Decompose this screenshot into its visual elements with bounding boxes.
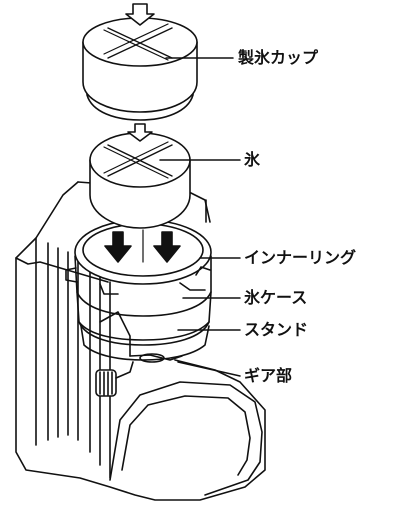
middle-arrow-icon [127, 123, 153, 142]
label-ice: 氷 [244, 150, 261, 169]
leader-lines [159, 57, 241, 377]
label-stand: スタンド [244, 320, 309, 339]
down-arrow-right-icon [153, 231, 181, 263]
arrows [104, 3, 181, 263]
label-inner-ring: インナーリング [244, 248, 357, 267]
ice-block [89, 132, 191, 229]
label-gear: ギア部 [244, 366, 293, 385]
label-ice-cup: 製氷カップ [238, 48, 319, 67]
top-arrow-icon [125, 3, 155, 26]
down-arrow-left-icon [104, 231, 132, 263]
label-ice-case: 氷ケース [244, 288, 308, 307]
gear-assembly [95, 353, 183, 397]
ice-cup [82, 17, 198, 121]
